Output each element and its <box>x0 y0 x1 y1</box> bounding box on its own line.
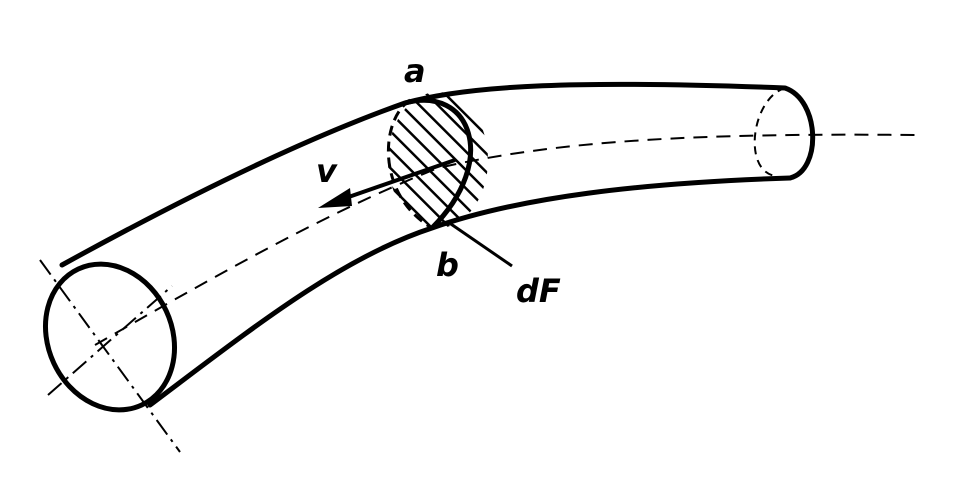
tube-centerline <box>94 133 916 346</box>
left-end-axis-short <box>47 285 173 396</box>
tube-right-end-hidden <box>753 87 786 177</box>
left-end-axis-long <box>39 259 181 453</box>
label-a: a <box>404 52 426 90</box>
label-b: b <box>436 246 459 284</box>
cross-section-dF <box>386 92 488 230</box>
dF-leader-line <box>447 220 513 268</box>
tube-right-end-visible <box>783 85 816 181</box>
label-dF: dF <box>516 272 561 310</box>
tube-left-end <box>42 261 178 413</box>
label-v: v <box>316 152 338 190</box>
velocity-arrow <box>318 158 456 208</box>
